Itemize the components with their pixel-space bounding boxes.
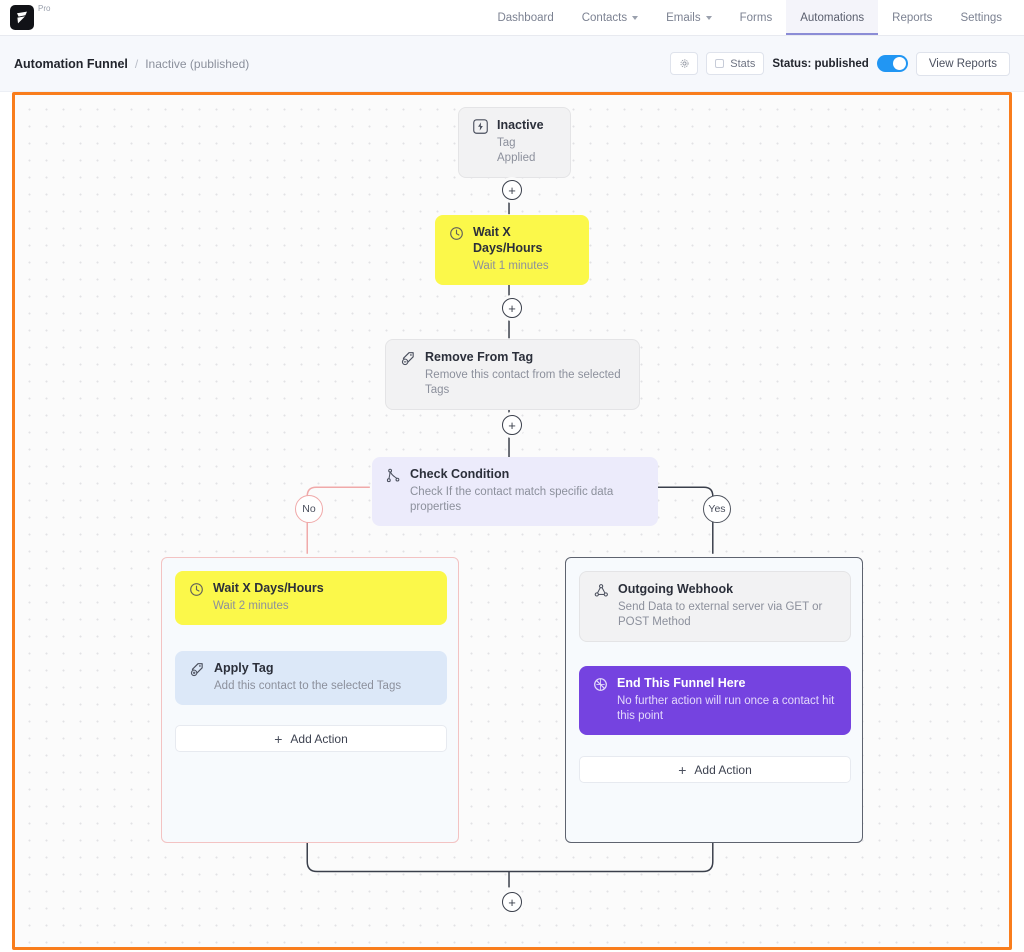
add-action-label: Add Action [694, 762, 752, 777]
add-step-button-final[interactable]: + [502, 892, 522, 912]
chevron-down-icon [705, 15, 712, 20]
nav-label-contacts: Contacts [581, 11, 628, 24]
node-title: Wait X Days/Hours [473, 225, 543, 255]
node-title: Inactive [497, 118, 544, 132]
node-title: Wait X Days/Hours [213, 581, 324, 595]
plus-icon: + [508, 300, 516, 316]
add-step-button-3[interactable]: + [502, 415, 522, 435]
node-subtitle: Tag Applied [497, 137, 536, 164]
status-badge: Status: published [772, 57, 869, 70]
nav-item-forms[interactable]: Forms [726, 0, 787, 35]
node-title: End This Funnel Here [617, 676, 746, 690]
header-actions: Stats Status: published View Reports [670, 51, 1010, 76]
add-action-button-no-branch[interactable]: + Add Action [175, 725, 447, 752]
branch-label-no[interactable]: No [295, 495, 323, 523]
status-toggle-switch[interactable] [876, 55, 908, 72]
plus-icon: + [274, 730, 283, 747]
automation-flow-canvas[interactable]: Inactive Tag Applied + Wait X Days/Hours… [12, 92, 1012, 950]
settings-button[interactable] [670, 52, 699, 75]
branch-no-text: No [302, 503, 316, 515]
branch-icon [386, 468, 401, 488]
node-subtitle: Wait 2 minutes [213, 600, 289, 612]
node-subtitle: Add this contact to the selected Tags [214, 680, 402, 692]
view-reports-label: View Reports [928, 57, 997, 70]
plus-icon: + [508, 182, 516, 198]
branch-label-yes[interactable]: Yes [703, 495, 731, 523]
nav-item-emails[interactable]: Emails [652, 0, 726, 35]
node-outgoing-webhook[interactable]: Outgoing Webhook Send Data to external s… [579, 571, 851, 642]
breadcrumb-separator: / [134, 56, 139, 71]
node-title: Check Condition [410, 467, 510, 481]
flow-connectors [306, 166, 714, 888]
breadcrumb-subtitle: Inactive (published) [145, 56, 250, 71]
nav-label-emails: Emails [666, 11, 701, 24]
node-title: Outgoing Webhook [618, 582, 734, 596]
nav-item-contacts[interactable]: Contacts [568, 0, 652, 35]
stats-toggle-button[interactable]: Stats [706, 52, 765, 75]
lightning-flag-icon [17, 11, 27, 24]
branch-container-no: Wait X Days/Hours Wait 2 minutes Apply T… [161, 557, 459, 843]
gear-icon [680, 59, 689, 68]
node-apply-tag[interactable]: Apply Tag Add this contact to the select… [175, 651, 447, 705]
nav-item-dashboard[interactable]: Dashboard [483, 0, 567, 35]
plus-icon: + [508, 417, 516, 433]
view-reports-button[interactable]: View Reports [915, 51, 1010, 76]
node-end-funnel[interactable]: End This Funnel Here No further action w… [579, 666, 851, 735]
webhook-icon [594, 583, 609, 603]
nav-label-reports: Reports [892, 11, 933, 24]
node-trigger-inactive[interactable]: Inactive Tag Applied [458, 107, 571, 178]
nav-label-dashboard: Dashboard [497, 11, 554, 24]
add-step-button-2[interactable]: + [502, 298, 522, 318]
nav-item-settings[interactable]: Settings [946, 0, 1016, 35]
brand-pro-label: Pro [38, 4, 51, 13]
add-action-label: Add Action [290, 731, 348, 746]
plus-icon: + [678, 761, 687, 778]
nav-item-automations[interactable]: Automations [786, 0, 879, 35]
node-subtitle: Remove this contact from the selected Ta… [425, 369, 621, 396]
node-wait-1[interactable]: Wait X Days/Hours Wait 1 minutes [435, 215, 589, 285]
chevron-down-icon [632, 15, 639, 20]
node-check-condition[interactable]: Check Condition Check If the contact mat… [372, 457, 658, 526]
stats-checkbox[interactable] [715, 59, 725, 68]
nav-label-forms: Forms [739, 11, 773, 24]
stats-label: Stats [730, 57, 756, 70]
node-subtitle: Wait 1 minutes [473, 260, 549, 272]
node-subtitle: Check If the contact match specific data… [410, 486, 614, 513]
clock-icon [449, 226, 464, 246]
app-logo-icon [10, 5, 34, 30]
clock-icon [189, 582, 204, 602]
breadcrumb-title: Automation Funnel [14, 56, 128, 71]
tag-plus-icon [189, 662, 205, 682]
branch-yes-text: Yes [708, 503, 726, 515]
plus-icon: + [508, 894, 516, 910]
brand-logo[interactable]: Pro [0, 0, 50, 35]
node-wait-2[interactable]: Wait X Days/Hours Wait 2 minutes [175, 571, 447, 625]
node-subtitle: Send Data to external server via GET or … [618, 601, 823, 628]
nav-label-settings: Settings [960, 11, 1002, 24]
nav-label-automations: Automations [800, 11, 865, 24]
ban-icon [593, 677, 608, 697]
main-nav: Dashboard Contacts Emails Forms Automati… [483, 0, 1024, 35]
branch-container-yes: Outgoing Webhook Send Data to external s… [565, 557, 863, 843]
nav-item-reports[interactable]: Reports [878, 0, 946, 35]
node-title: Apply Tag [214, 661, 274, 675]
tag-minus-icon [400, 351, 416, 371]
page-subheader: Automation Funnel / Inactive (published)… [0, 36, 1024, 92]
node-subtitle: No further action will run once a contac… [617, 695, 835, 722]
canvas-wrapper: Inactive Tag Applied + Wait X Days/Hours… [0, 92, 1024, 952]
node-title: Remove From Tag [425, 350, 534, 364]
node-remove-from-tag[interactable]: Remove From Tag Remove this contact from… [385, 339, 640, 410]
add-step-button-1[interactable]: + [502, 180, 522, 200]
top-navbar: Pro Dashboard Contacts Emails Forms Auto… [0, 0, 1024, 36]
bolt-icon [473, 119, 488, 139]
add-action-button-yes-branch[interactable]: + Add Action [579, 756, 851, 783]
